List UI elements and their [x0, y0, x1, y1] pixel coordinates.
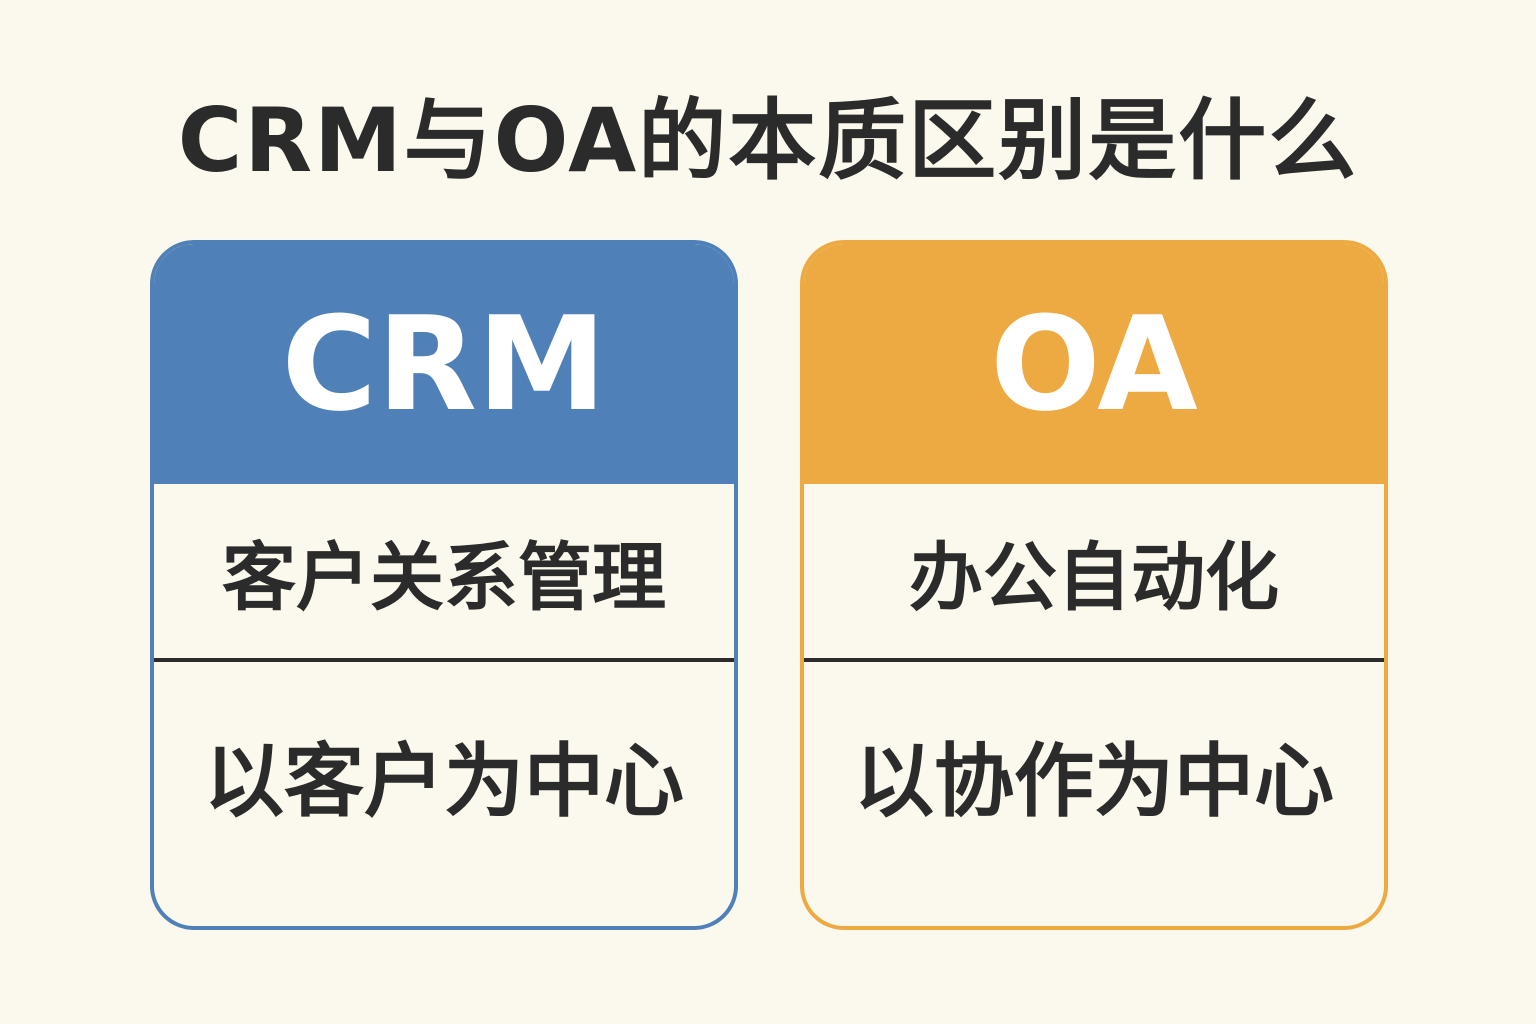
oa-focus: 以协作为中心 — [854, 735, 1334, 828]
crm-full-name: 客户关系管理 — [154, 484, 734, 662]
crm-header: CRM — [154, 244, 734, 484]
oa-full-name: 办公自动化 — [804, 484, 1384, 662]
oa-header: OA — [804, 244, 1384, 484]
crm-focus: 以客户为中心 — [204, 735, 684, 828]
page-title: CRM与OA的本质区别是什么 — [177, 89, 1359, 192]
oa-card: OA 办公自动化 以协作为中心 — [800, 240, 1388, 930]
crm-card: CRM 客户关系管理 以客户为中心 — [150, 240, 738, 930]
